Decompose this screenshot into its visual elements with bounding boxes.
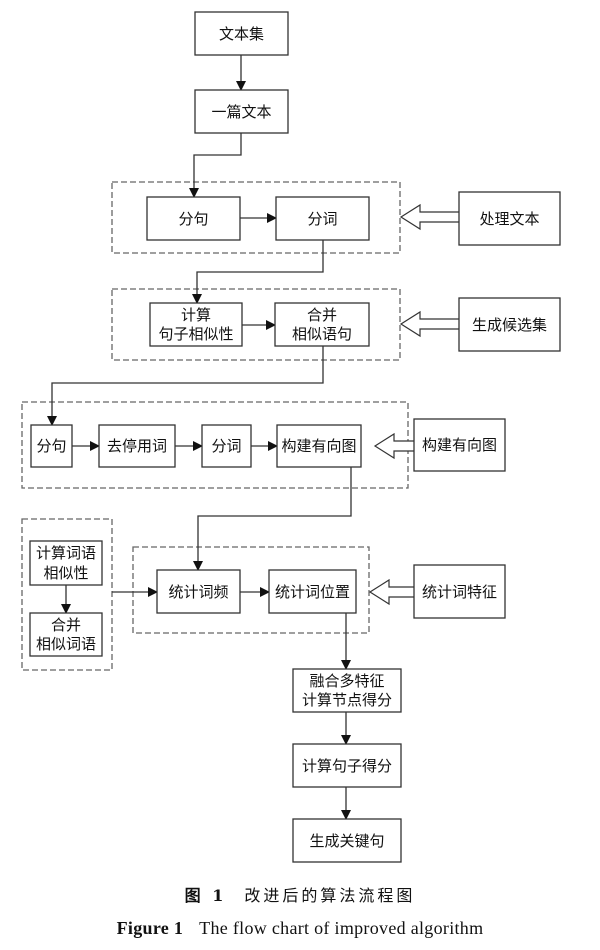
node-count-word-freq: 统计词频 <box>156 569 241 614</box>
svg-text:计算: 计算 <box>181 306 211 324</box>
node-merge-similar-sentences: 合并 相似语句 <box>274 302 370 347</box>
node-split-sentence-1: 分句 <box>146 196 241 241</box>
node-remove-stopwords: 去停用词 <box>98 424 176 468</box>
figure-title-cn: 改进后的算法流程图 <box>244 886 416 905</box>
arrow-segment1-to-calcsim <box>192 240 324 304</box>
node-split-sentence-2: 分句 <box>30 424 73 468</box>
node-generate-candidates: 生成候选集 <box>458 297 561 352</box>
figure-caption-cn: 图 1 改进后的算法流程图 <box>0 882 600 906</box>
svg-text:统计词特征: 统计词特征 <box>422 583 497 601</box>
figure-caption-en: Figure 1 The flow chart of improved algor… <box>0 918 600 939</box>
svg-text:计算词语: 计算词语 <box>36 544 96 562</box>
svg-text:相似性: 相似性 <box>43 564 88 582</box>
svg-text:句子相似性: 句子相似性 <box>158 325 233 343</box>
svg-text:合并: 合并 <box>51 616 81 634</box>
svg-text:分词: 分词 <box>307 210 337 228</box>
node-merge-similar-words: 合并 相似词语 <box>29 612 103 657</box>
node-process-text: 处理文本 <box>458 191 561 246</box>
node-segment-words-2: 分词 <box>201 424 252 468</box>
node-calc-sentence-similarity: 计算 句子相似性 <box>149 302 243 347</box>
svg-text:分句: 分句 <box>178 210 208 228</box>
figure-number-cn: 图 1 <box>184 886 227 905</box>
figure-number-en: Figure 1 <box>116 918 184 938</box>
svg-text:计算节点得分: 计算节点得分 <box>302 691 392 709</box>
node-fuse-features: 融合多特征 计算节点得分 <box>292 668 402 713</box>
group-word-features <box>132 546 370 634</box>
hollow-arrow-word-features <box>368 578 414 606</box>
group-generate-candidates <box>111 288 401 361</box>
svg-text:分句: 分句 <box>36 437 66 455</box>
svg-text:一篇文本: 一篇文本 <box>211 103 271 121</box>
node-build-graph-label: 构建有向图 <box>413 418 506 472</box>
hollow-arrow-build-graph <box>373 432 414 460</box>
arrow-merge-to-split2 <box>47 346 324 426</box>
node-word-features: 统计词特征 <box>413 564 506 619</box>
node-calc-word-similarity: 计算词语 相似性 <box>29 540 103 586</box>
arrow-onetext-to-split1 <box>189 133 242 198</box>
svg-text:分词: 分词 <box>211 437 241 455</box>
node-segment-words-1: 分词 <box>275 196 370 241</box>
svg-text:文本集: 文本集 <box>219 25 264 43</box>
svg-text:相似语句: 相似语句 <box>292 325 352 343</box>
node-build-graph-inner: 构建有向图 <box>276 424 362 468</box>
svg-text:生成候选集: 生成候选集 <box>472 316 547 334</box>
svg-text:相似词语: 相似词语 <box>36 635 96 653</box>
hollow-arrow-generate-candidates <box>399 310 459 338</box>
svg-text:计算句子得分: 计算句子得分 <box>302 757 392 775</box>
svg-text:统计词位置: 统计词位置 <box>275 583 350 601</box>
node-count-word-position: 统计词位置 <box>268 569 357 614</box>
hollow-arrow-process-text <box>399 203 459 231</box>
node-text-set: 文本集 <box>194 11 289 56</box>
node-generate-key-sentences: 生成关键句 <box>292 818 402 863</box>
svg-text:合并: 合并 <box>307 306 337 324</box>
svg-text:融合多特征: 融合多特征 <box>309 672 384 690</box>
svg-text:构建有向图: 构建有向图 <box>422 436 497 454</box>
svg-text:构建有向图: 构建有向图 <box>281 437 356 455</box>
svg-text:去停用词: 去停用词 <box>107 437 167 455</box>
node-one-text: 一篇文本 <box>194 89 289 134</box>
figure-title-en: The flow chart of improved algorithm <box>199 918 484 938</box>
svg-text:处理文本: 处理文本 <box>479 210 539 228</box>
svg-text:统计词频: 统计词频 <box>168 583 228 601</box>
group-word-similarity <box>21 518 113 671</box>
group-process-text <box>111 181 401 254</box>
node-sentence-score: 计算句子得分 <box>292 743 402 788</box>
arrow-graph-to-wordfreq <box>193 467 352 571</box>
svg-text:生成关键句: 生成关键句 <box>309 832 384 850</box>
